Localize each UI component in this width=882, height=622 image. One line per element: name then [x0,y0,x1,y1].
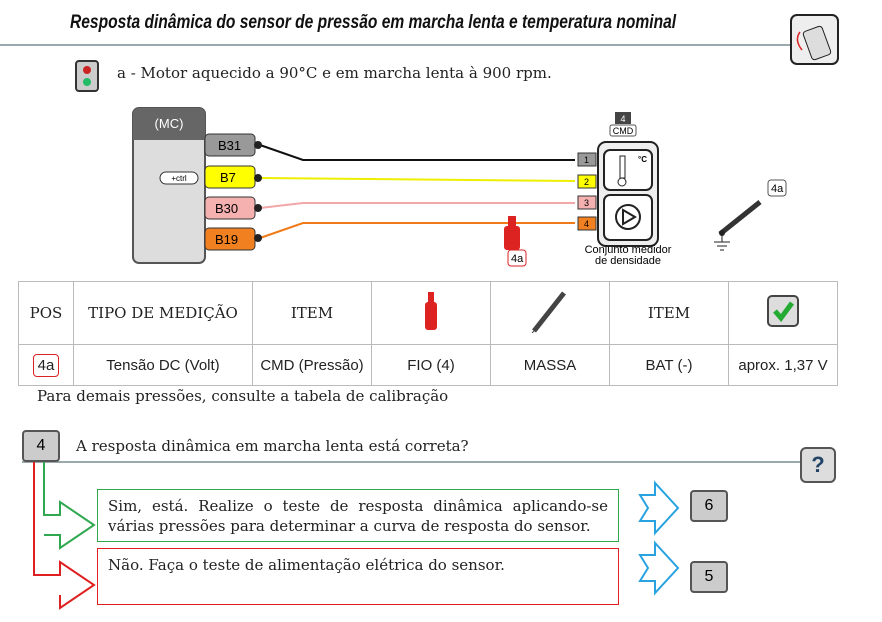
page-title: Resposta dinâmica do sensor de pressão e… [70,12,677,33]
multimeter-icon [790,14,839,65]
goto-step-5[interactable]: 5 [690,561,728,593]
module-label: (MC) [155,116,184,131]
svg-text:3: 3 [584,198,589,208]
red-probe-icon [371,281,491,345]
svg-text:1: 1 [584,155,589,165]
help-button[interactable]: ? [800,447,836,483]
check-icon [728,281,838,345]
temp-unit: °C [638,155,647,164]
pin-b31: B31 [218,138,241,153]
sensor-label: Conjunto medidor [585,244,672,256]
flow-lines [22,461,820,610]
ctrl-label: +ctrl [171,174,187,183]
svg-text:2: 2 [584,177,589,187]
pos-badge: 4a [32,353,60,377]
ground-probe-icon [714,200,762,251]
svg-text:de densidade: de densidade [595,255,661,267]
condition-text: a - Motor aquecido a 90°C e em marcha le… [117,64,552,82]
pin-b7: B7 [220,170,236,185]
table-row: 4a Tensão DC (Volt)CMD (Pressão)FIO (4)M… [18,344,838,386]
pin-b19: B19 [215,232,238,247]
answer-yes[interactable]: Sim, está. Realize o teste de resposta d… [97,489,619,542]
svg-text:4: 4 [584,219,589,229]
step-question: A resposta dinâmica em marcha lenta está… [76,437,469,455]
connector-name: CMD [613,126,634,136]
red-probe-icon [504,216,520,250]
wiring-diagram: (MC) +ctrl B31 B7 B30 B19 4 CMD °C 1 2 3… [132,107,787,267]
step-number: 4 [22,430,60,462]
calibration-note: Para demais pressões, consulte a tabela … [37,387,449,405]
connector-number: 4 [620,114,625,124]
ground-probe-icon [490,281,610,345]
divider [0,44,790,46]
probe-label: 4a [511,253,524,265]
answer-no[interactable]: Não. Faça o teste de alimentação elétric… [97,548,619,605]
pin-b30: B30 [215,201,238,216]
svg-text:4a: 4a [771,183,784,195]
traffic-light-icon [75,60,99,92]
goto-step-6[interactable]: 6 [690,490,728,522]
